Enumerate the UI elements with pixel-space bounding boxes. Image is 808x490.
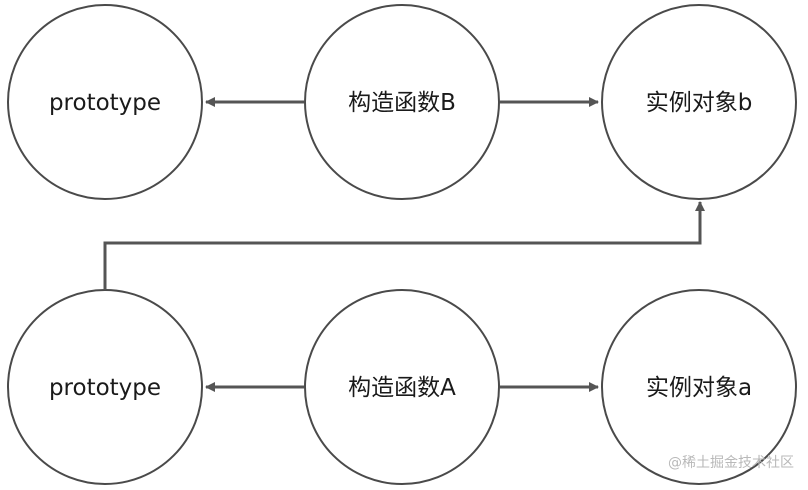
node-instance-a-label: 实例对象a [646,375,752,401]
node-prototype-a: prototype [7,289,203,485]
node-constructor-a-label: 构造函数A [348,375,456,401]
node-instance-b: 实例对象b [601,4,797,200]
node-prototype-b: prototype [7,4,203,200]
node-prototype-b-label: prototype [49,90,161,116]
arrow-prototype-a-to-instance-b [103,201,705,290]
watermark: @稀土掘金技术社区 [668,455,794,471]
node-constructor-b-label: 构造函数B [348,90,456,116]
node-prototype-a-label: prototype [49,375,161,401]
node-constructor-b: 构造函数B [304,4,500,200]
node-constructor-a: 构造函数A [304,289,500,485]
node-instance-a: 实例对象a [601,289,797,485]
node-instance-b-label: 实例对象b [646,90,753,116]
